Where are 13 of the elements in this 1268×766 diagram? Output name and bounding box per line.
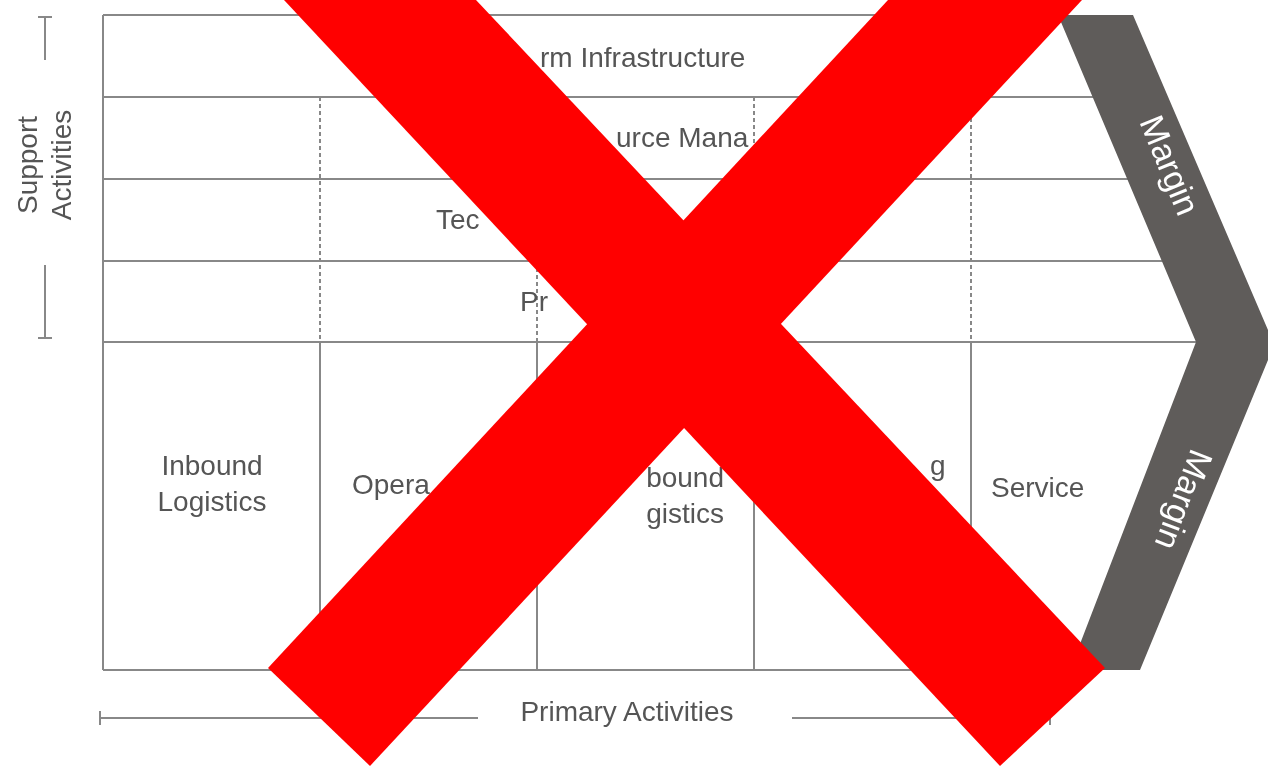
primary-activities-label: Primary Activities <box>520 695 734 729</box>
activity-label: Tec <box>436 202 480 238</box>
activity-label: Service <box>991 470 1085 506</box>
support-activities-label: Support Activities <box>11 108 78 223</box>
activity-label: bound gistics <box>614 460 724 532</box>
activity-label: g <box>930 448 946 484</box>
margin-label: Margin <box>1133 110 1207 220</box>
activity-label: Inbound Logistics <box>124 448 300 520</box>
activity-label: Pr <box>520 284 548 320</box>
activity-label: Opera <box>352 467 430 503</box>
activity-label: rm Infrastructure <box>540 40 746 76</box>
activity-label: urce Mana <box>616 120 749 156</box>
margin-label: Margin <box>1148 445 1220 555</box>
